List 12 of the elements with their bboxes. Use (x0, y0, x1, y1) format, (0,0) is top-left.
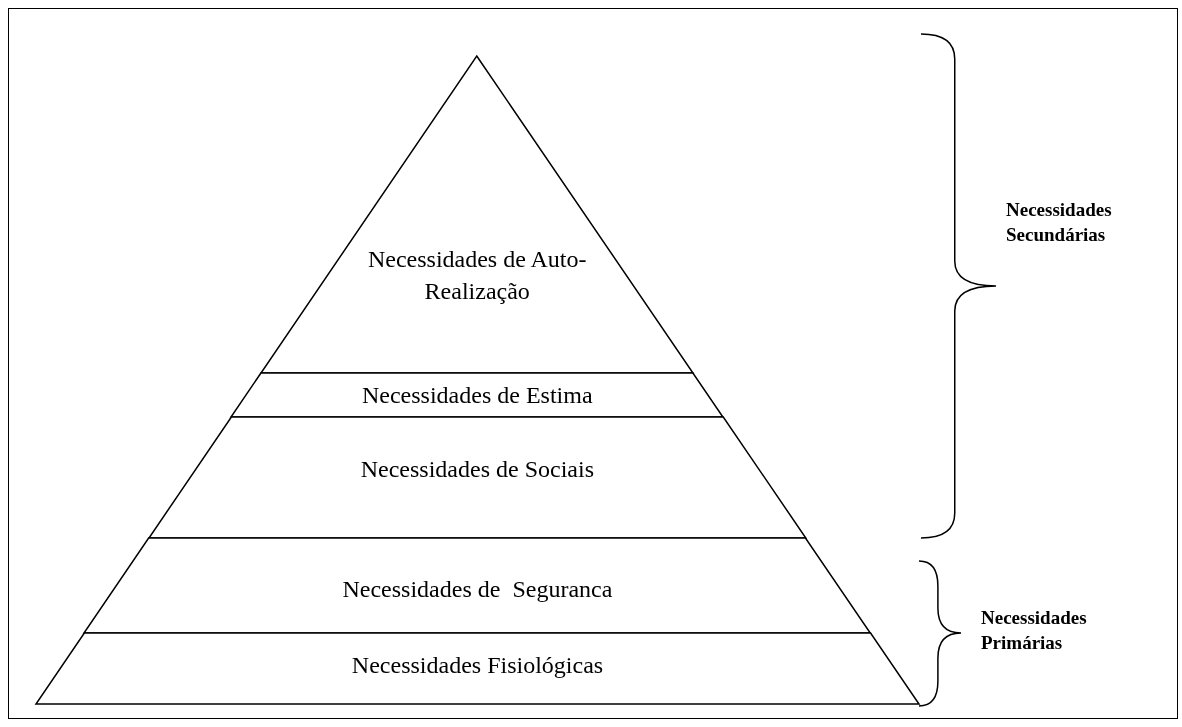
pyramid-tier (231, 373, 724, 417)
pyramid-tier (36, 633, 919, 704)
tier-label: Necessidades de Estima (360, 381, 594, 410)
pyramid-tier (84, 538, 871, 633)
tier-label: Necessidades de Sociais (359, 455, 595, 484)
tier-label: Necessidades de Seguranca (341, 575, 614, 604)
pyramid-tier (261, 56, 694, 373)
tier-label: Necessidades de Auto-Realização (367, 245, 588, 306)
pyramid-tier (148, 417, 806, 538)
bracket-label: Necessidades Secundárias (1006, 198, 1113, 247)
tier-label: Necessidades Fisiológicas (350, 651, 605, 680)
bracket-label: Necessidades Primárias (981, 606, 1088, 655)
